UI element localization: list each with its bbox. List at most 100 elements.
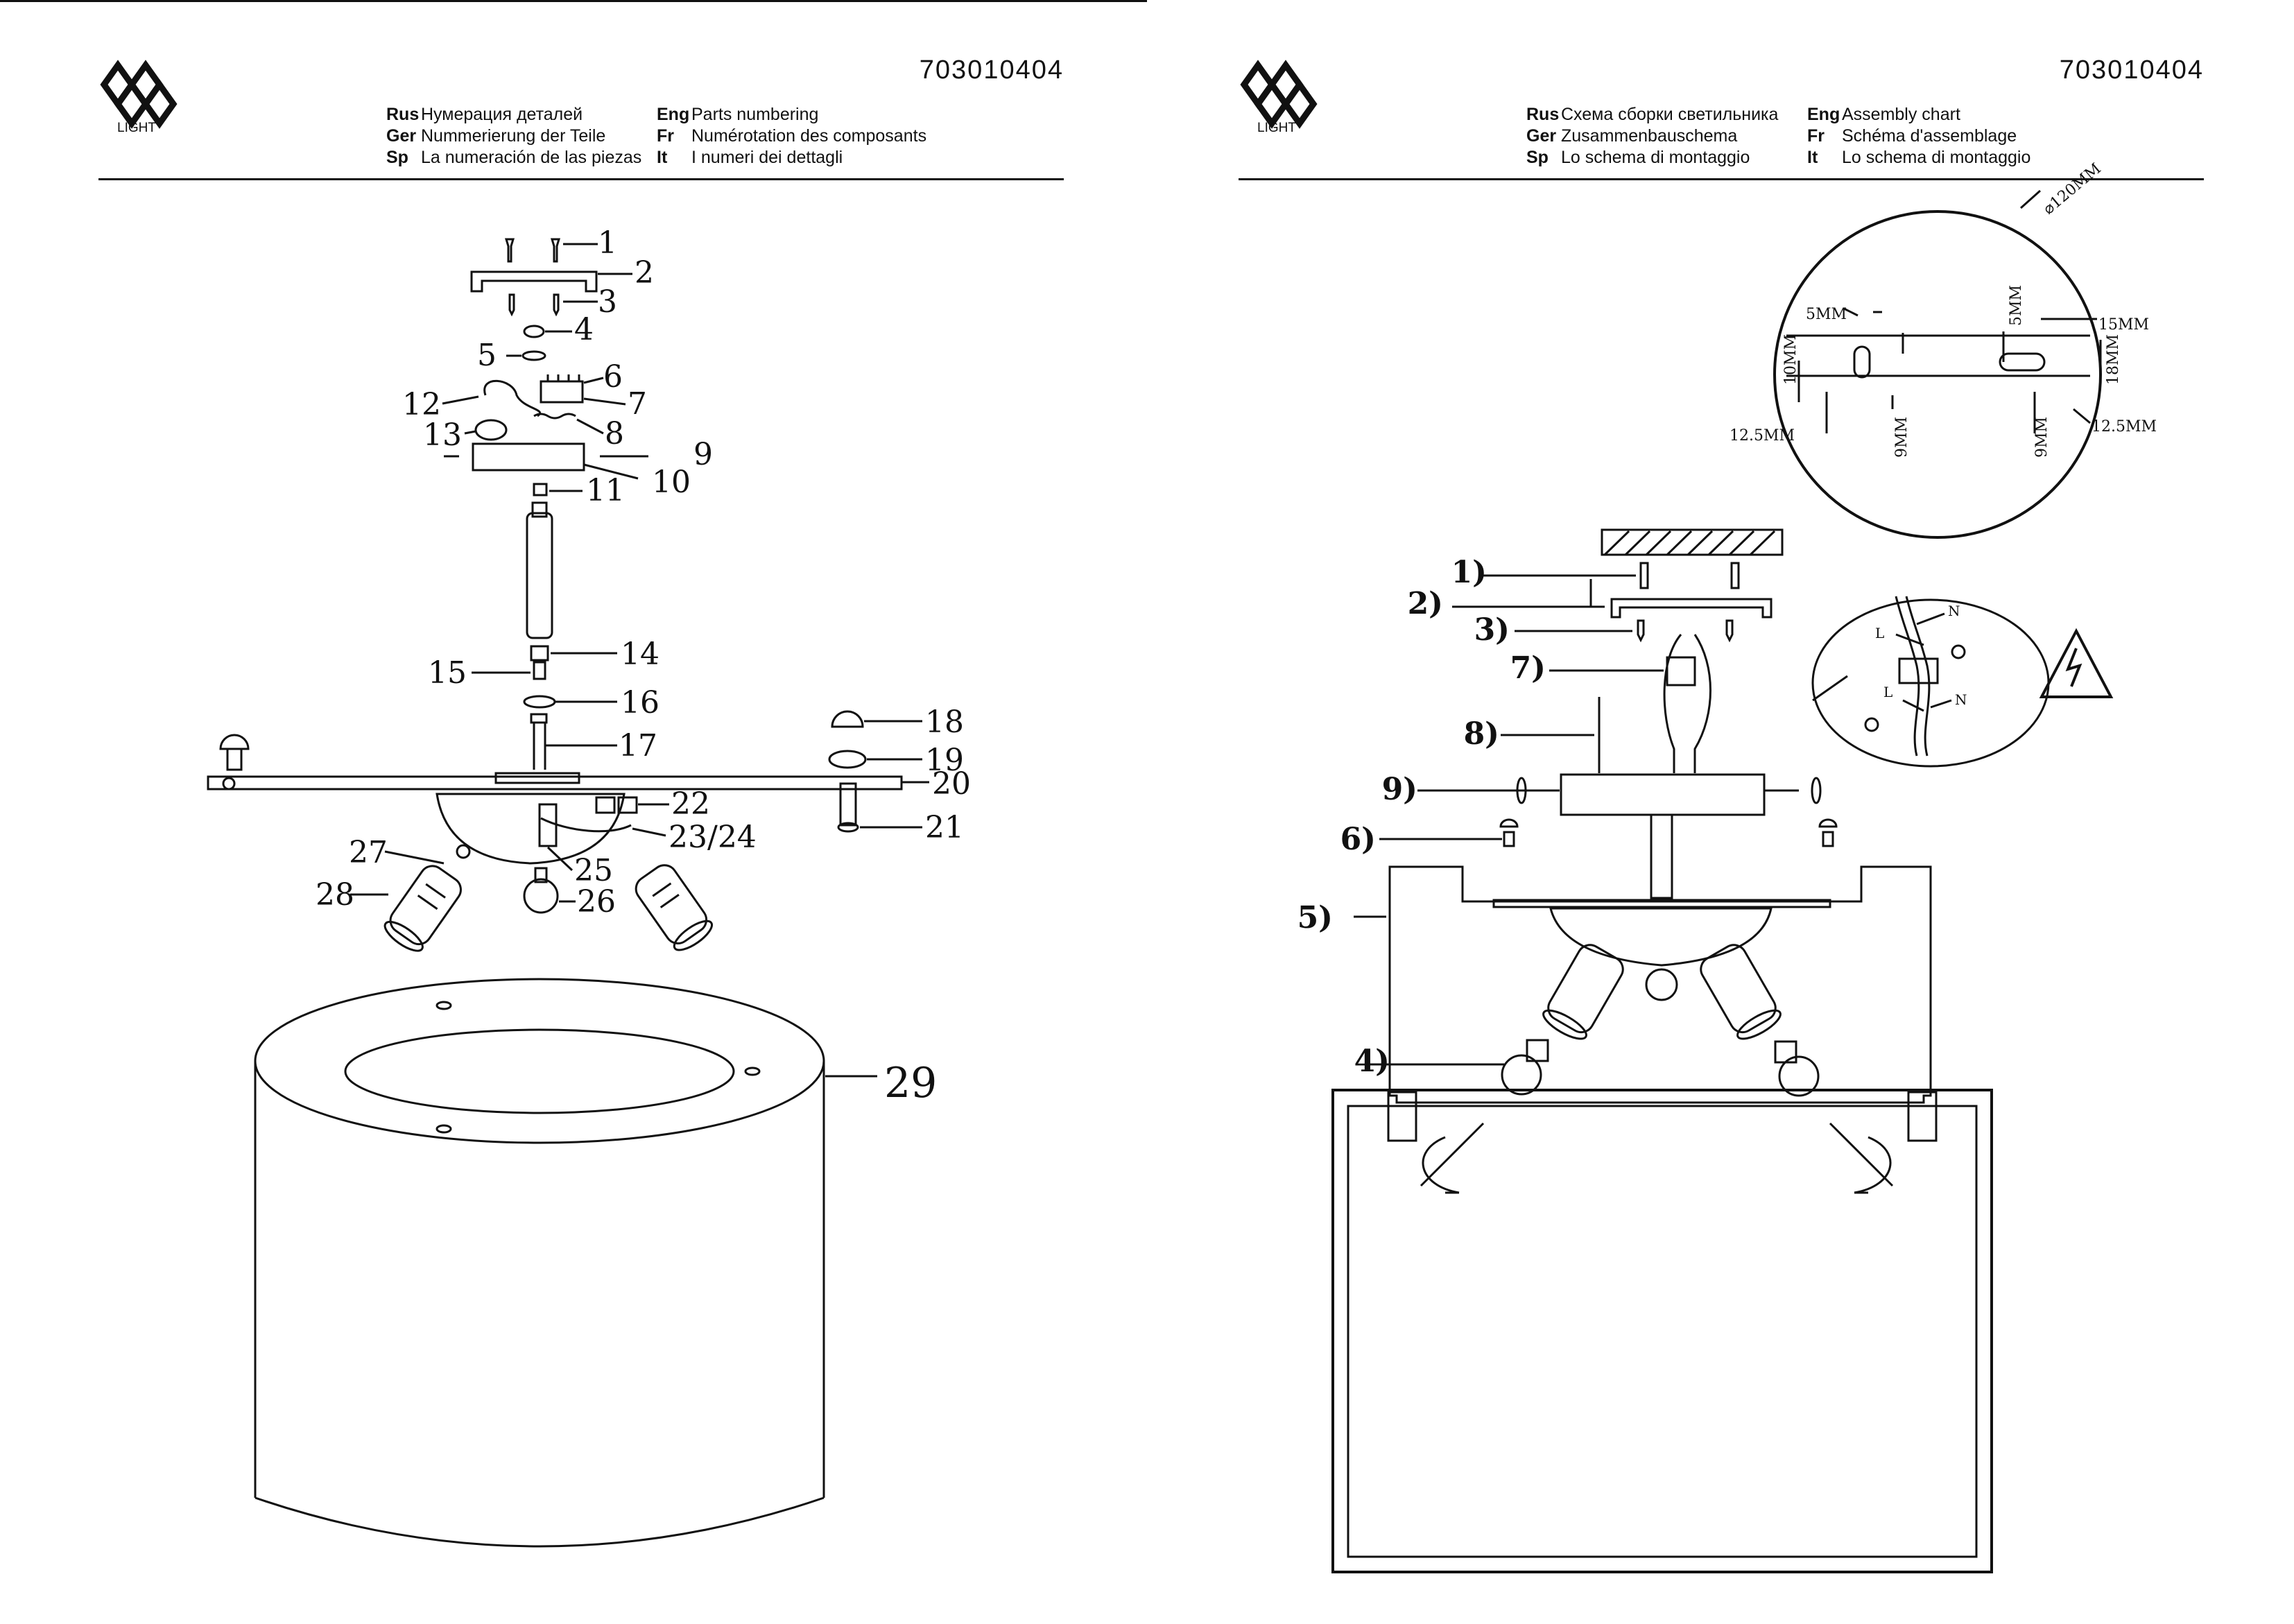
callout-18: 18 (925, 705, 964, 740)
wiring-detail-bubble (1811, 598, 2050, 768)
step-4: 4) (1354, 1044, 1390, 1079)
terminal-block (540, 380, 584, 404)
callout-8: 8 (605, 416, 624, 451)
callout-17: 17 (619, 728, 657, 763)
callout-4: 4 (574, 312, 594, 347)
dome (1549, 907, 1773, 967)
callout-5: 5 (477, 338, 497, 373)
bulb (523, 878, 559, 914)
callout-28: 28 (316, 877, 354, 913)
rotate-arrow-left-icon (1422, 1136, 1460, 1194)
dim-9mm-left: 9MM (1893, 417, 1911, 458)
spot-left (1542, 944, 1624, 1040)
callout-14: 14 (621, 637, 659, 672)
dimension-labels: ⌀120MM 5MM 5MM 15MM 10MM 18MM 9MM 9MM 12… (1730, 160, 2157, 458)
rod-tube (526, 512, 553, 639)
dim-5mm-left: 5MM (1806, 306, 1847, 323)
callout-22: 22 (671, 786, 710, 822)
spot-right (1700, 944, 1782, 1040)
wire-l-top: L (1875, 625, 1884, 641)
dim-10mm: 10MM (1782, 334, 1800, 385)
assembly-diagram: ⌀120MM 5MM 5MM 15MM 10MM 18MM 9MM 9MM 12… (1297, 160, 2157, 1573)
callout-2: 2 (635, 255, 654, 291)
dim-5mm-right: 5MM (2008, 285, 2025, 326)
step-5: 5) (1297, 900, 1333, 935)
wire-labels: L N L N (1875, 603, 1967, 708)
dim-15mm: 15MM (2098, 316, 2149, 334)
step-8: 8) (1464, 716, 1499, 752)
callout-9: 9 (693, 437, 713, 472)
step-2: 2) (1408, 586, 1443, 621)
callout-11: 11 (586, 473, 625, 508)
cable-loop (483, 379, 541, 417)
logo-text: LIGHT (1257, 121, 1296, 135)
step-3: 3) (1474, 612, 1510, 648)
wire-n-bottom: N (1955, 691, 1967, 708)
callout-23-24: 23/24 (669, 820, 757, 855)
step-7: 7) (1510, 650, 1546, 686)
callout-labels: 1 2 3 4 5 6 7 8 9 10 11 12 13 14 15 16 1… (316, 225, 971, 1107)
slot-left (1853, 345, 1871, 379)
warning-high-voltage-icon (2039, 628, 2114, 698)
callout-13: 13 (423, 417, 462, 453)
callout-29: 29 (884, 1059, 937, 1107)
ceiling (1601, 528, 1784, 556)
spotlight-left (383, 865, 462, 952)
step-1: 1) (1451, 555, 1487, 590)
brand-logo-icon (1240, 60, 1318, 129)
product-code: 703010404 (2059, 55, 2204, 85)
shade-outline (1388, 865, 1932, 1104)
rotate-arrow-right-icon (1854, 1136, 1892, 1194)
callout-19: 19 (925, 743, 964, 778)
callout-26: 26 (577, 884, 616, 919)
callout-3: 3 (598, 284, 617, 320)
spotlight-right (635, 864, 714, 951)
callout-12: 12 (402, 387, 441, 422)
mounting-screws (504, 238, 561, 263)
dim-12-5mm-left: 12.5MM (1730, 427, 1795, 444)
bracket (1610, 598, 1773, 619)
header-rule (1239, 178, 2204, 180)
callout-16: 16 (621, 685, 659, 720)
dome-base (435, 793, 626, 865)
callout-10: 10 (652, 465, 691, 500)
brand-logo-icon (100, 60, 178, 129)
dim-9mm-right: 9MM (2033, 417, 2051, 458)
step-labels: 1) 2) 3) 4) 5) 6) 7) 8) 9) (1297, 555, 1546, 1079)
callout-15: 15 (428, 655, 467, 691)
callout-25: 25 (574, 853, 613, 888)
step-6: 6) (1340, 822, 1376, 857)
dim-diameter: ⌀120MM (2040, 160, 2105, 218)
wire-l-bottom: L (1883, 684, 1892, 700)
shade-box (1331, 1089, 1993, 1573)
canopy (1560, 773, 1766, 816)
callout-21: 21 (925, 810, 964, 845)
callout-6: 6 (603, 359, 623, 395)
bracket-dimension-circle (1773, 210, 2102, 539)
dim-12-5mm-right: 12.5MM (2092, 418, 2157, 435)
callout-7: 7 (628, 386, 647, 422)
dim-18mm: 18MM (2105, 334, 2122, 385)
callout-1: 1 (598, 225, 617, 261)
shade-drum (254, 978, 825, 1548)
